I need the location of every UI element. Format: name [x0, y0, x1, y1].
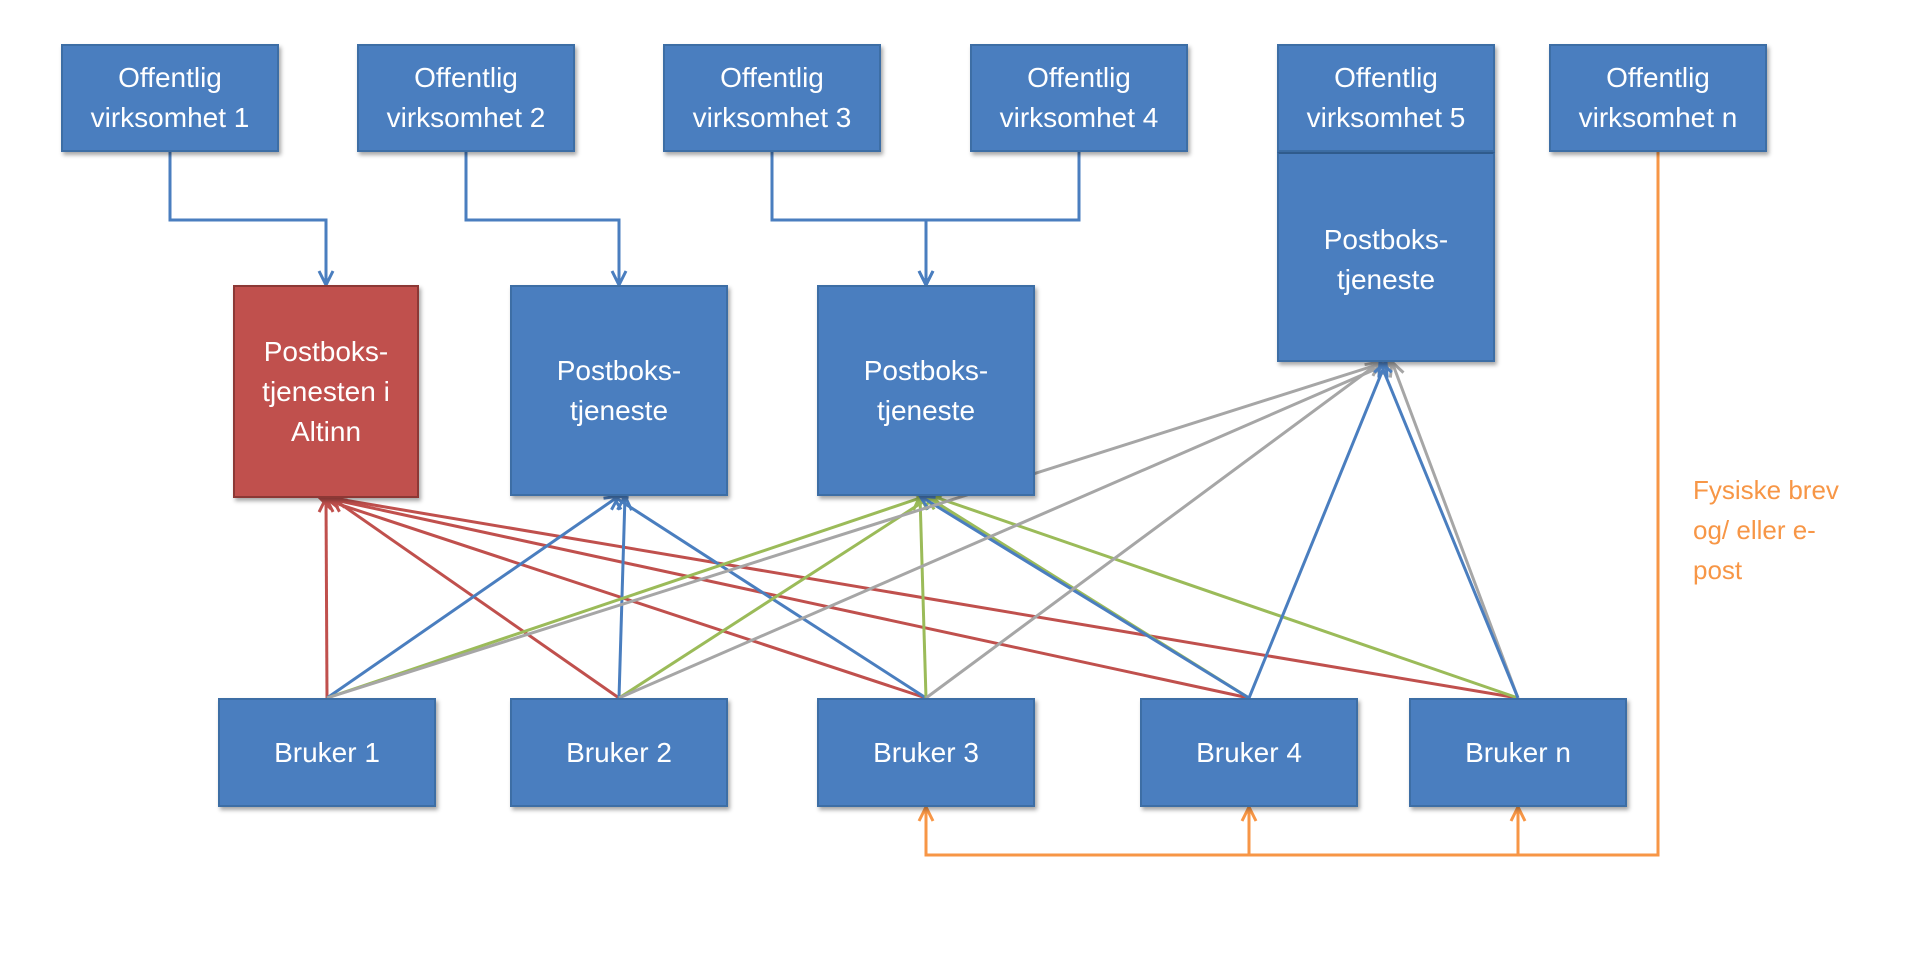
edge-an-to-u3-24-head — [917, 803, 935, 822]
edge-un-to-m5-22 — [1390, 361, 1520, 699]
edge-u2-to-m3-13 — [618, 494, 933, 700]
agency-2-label: Offentlig virksomhet 2 — [386, 62, 546, 133]
user-1-label: Bruker 1 — [274, 736, 380, 768]
edge-u2-to-m1-5 — [331, 496, 620, 700]
edge-u4-to-m3-17-head — [917, 494, 936, 511]
altinn-mailbox-label: Postboks- tjenesten i Altinn — [262, 335, 390, 447]
edge-u1-to-m5-18 — [326, 360, 1387, 700]
user-2-box: Bruker 2 — [510, 698, 728, 807]
edge-a4-to-m3-3 — [924, 152, 1081, 285]
edge-un-to-m1-8 — [331, 496, 1519, 700]
agency-1-label: Offentlig virksomhet 1 — [90, 62, 250, 133]
edge-un-to-m5-23-head — [1377, 358, 1393, 378]
edge-u4-to-m1-7 — [325, 496, 1250, 700]
mailbox-2-label: Postboks- tjeneste — [556, 354, 682, 426]
agency-3-label: Offentlig virksomhet 3 — [692, 62, 852, 133]
user-4-label: Bruker 4 — [1196, 736, 1302, 768]
edge-u1-to-m1-4 — [324, 497, 329, 699]
agency-n-label: Offentlig virksomhet n — [1578, 62, 1738, 133]
agency-4-label: Offentlig virksomhet 4 — [999, 62, 1159, 133]
agency-1-box: Offentlig virksomhet 1 — [61, 44, 279, 152]
user-3-label: Bruker 3 — [873, 736, 979, 768]
user-3-box: Bruker 3 — [817, 698, 1035, 807]
edge-an-to-un-26 — [1516, 152, 1660, 857]
user-n-label: Bruker n — [1465, 736, 1571, 768]
mailbox-3-label: Postboks- tjeneste — [863, 354, 989, 426]
edge-un-to-m5-23 — [1378, 361, 1520, 699]
edge-u1-to-m3-12 — [326, 494, 927, 700]
edge-u3-to-m2-11-head — [610, 494, 629, 511]
user-n-box: Bruker n — [1409, 698, 1627, 807]
edge-a3-to-m3-2 — [770, 152, 928, 285]
edge-a2-to-m2-1 — [464, 152, 621, 285]
mailbox-5-label: Postboks- tjeneste — [1323, 224, 1449, 295]
edge-an-to-u4-25-head — [1240, 803, 1258, 822]
agency-5-label: Offentlig virksomhet 5 — [1306, 62, 1466, 133]
edge-u4-to-m5-21 — [1247, 361, 1388, 699]
edge-u3-to-m5-20 — [925, 360, 1381, 700]
agency-3-box: Offentlig virksomhet 3 — [663, 44, 881, 152]
agency-4-box: Offentlig virksomhet 4 — [970, 44, 1188, 152]
altinn-mailbox-box: Postboks- tjenesten i Altinn — [233, 285, 419, 498]
edge-u2-to-m5-19 — [618, 360, 1393, 700]
user-4-box: Bruker 4 — [1140, 698, 1358, 807]
edge-u1-to-m2-9 — [326, 494, 620, 700]
agency-n-box: Offentlig virksomhet n — [1549, 44, 1767, 152]
edge-u3-to-m2-11 — [612, 494, 927, 700]
edge-a1-to-m1-0 — [168, 152, 328, 285]
user-1-box: Bruker 1 — [218, 698, 436, 807]
edge-u4-to-m3-17 — [919, 494, 1250, 700]
mailbox-3-box: Postboks- tjeneste — [817, 285, 1035, 496]
mailbox-2-box: Postboks- tjeneste — [510, 285, 728, 496]
physical-mail-label: Fysiske brev og/ eller e- post — [1693, 475, 1839, 585]
agency-2-box: Offentlig virksomhet 2 — [357, 44, 575, 152]
edge-un-to-m3-16 — [931, 494, 1519, 700]
agency-5-box: Offentlig virksomhet 5 — [1277, 44, 1495, 152]
mailbox-5-box: Postboks- tjeneste — [1277, 152, 1495, 362]
edge-u3-to-m3-14 — [918, 495, 928, 699]
edge-an-to-un-26-head — [1509, 803, 1527, 822]
user-2-label: Bruker 2 — [566, 736, 672, 768]
